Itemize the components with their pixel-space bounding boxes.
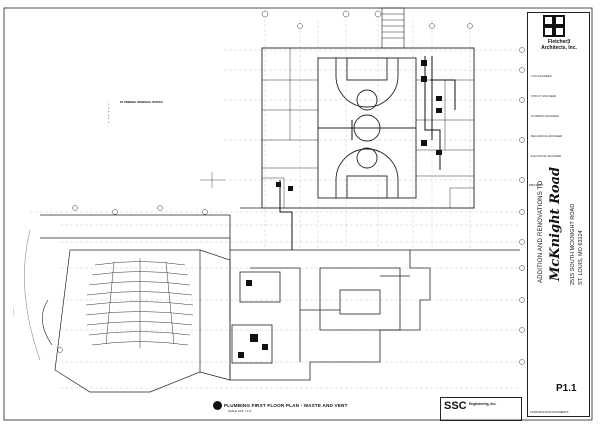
consultant-label: STRUCT. ENGINEER — [531, 95, 557, 98]
engineer-stamp: SSC Engineering, Inc. — [440, 397, 522, 421]
firm-name: Fletcher|I Architects, Inc. — [541, 39, 577, 51]
project-name-line-2: McKnight Road — [548, 166, 563, 281]
note-item: 3. — [108, 111, 110, 114]
edge-stamp: — — — — [12, 307, 15, 316]
consultant-label: PLUMBING ENGINEER — [531, 115, 559, 118]
drawing-scale: SCALE: 1/16" = 1'-0" — [228, 410, 253, 413]
consultant-label: MECHANICAL ENGINEER — [531, 135, 563, 138]
project-name-line-1: ADDITION AND RENOVATIONS TO — [538, 180, 544, 283]
title-block: Fletcher|I Architects, Inc. CIVIL ENGINE… — [527, 12, 590, 417]
note-item: 1. — [108, 104, 110, 106]
engineer-name: Engineering, Inc. — [469, 402, 497, 406]
note-item: 2. — [108, 107, 110, 110]
project-label: PROJECT: — [529, 183, 544, 187]
note-item: 4. — [108, 114, 110, 117]
note-item: 6. — [108, 121, 110, 124]
note-item: 5. — [108, 118, 110, 121]
drawing-title-marker-icon — [213, 401, 222, 410]
engineer-logo: SSC — [444, 400, 467, 412]
project-address-line-1: 2515 SOUTH MCKNIGHT ROAD — [570, 203, 576, 285]
firm-logo-icon — [543, 15, 565, 37]
drawing-title: PLUMBING FIRST FLOOR PLAN - WASTE AND VE… — [224, 403, 348, 408]
sheet-number: P1.1 — [556, 383, 577, 394]
general-notes: 1. 2. 3. 4. 5. 6. — [108, 104, 218, 126]
notes-heading: PLUMBING GENERAL NOTES — [120, 100, 163, 104]
project-address-line-2: ST. LOUIS, MO 63124 — [578, 230, 584, 285]
sheet-label: CONSTRUCTION DOCUMENTS — [530, 411, 569, 414]
consultant-label: CIVIL ENGINEER — [531, 75, 552, 78]
consultant-label: ELECTRICAL ENGINEER — [531, 155, 562, 158]
